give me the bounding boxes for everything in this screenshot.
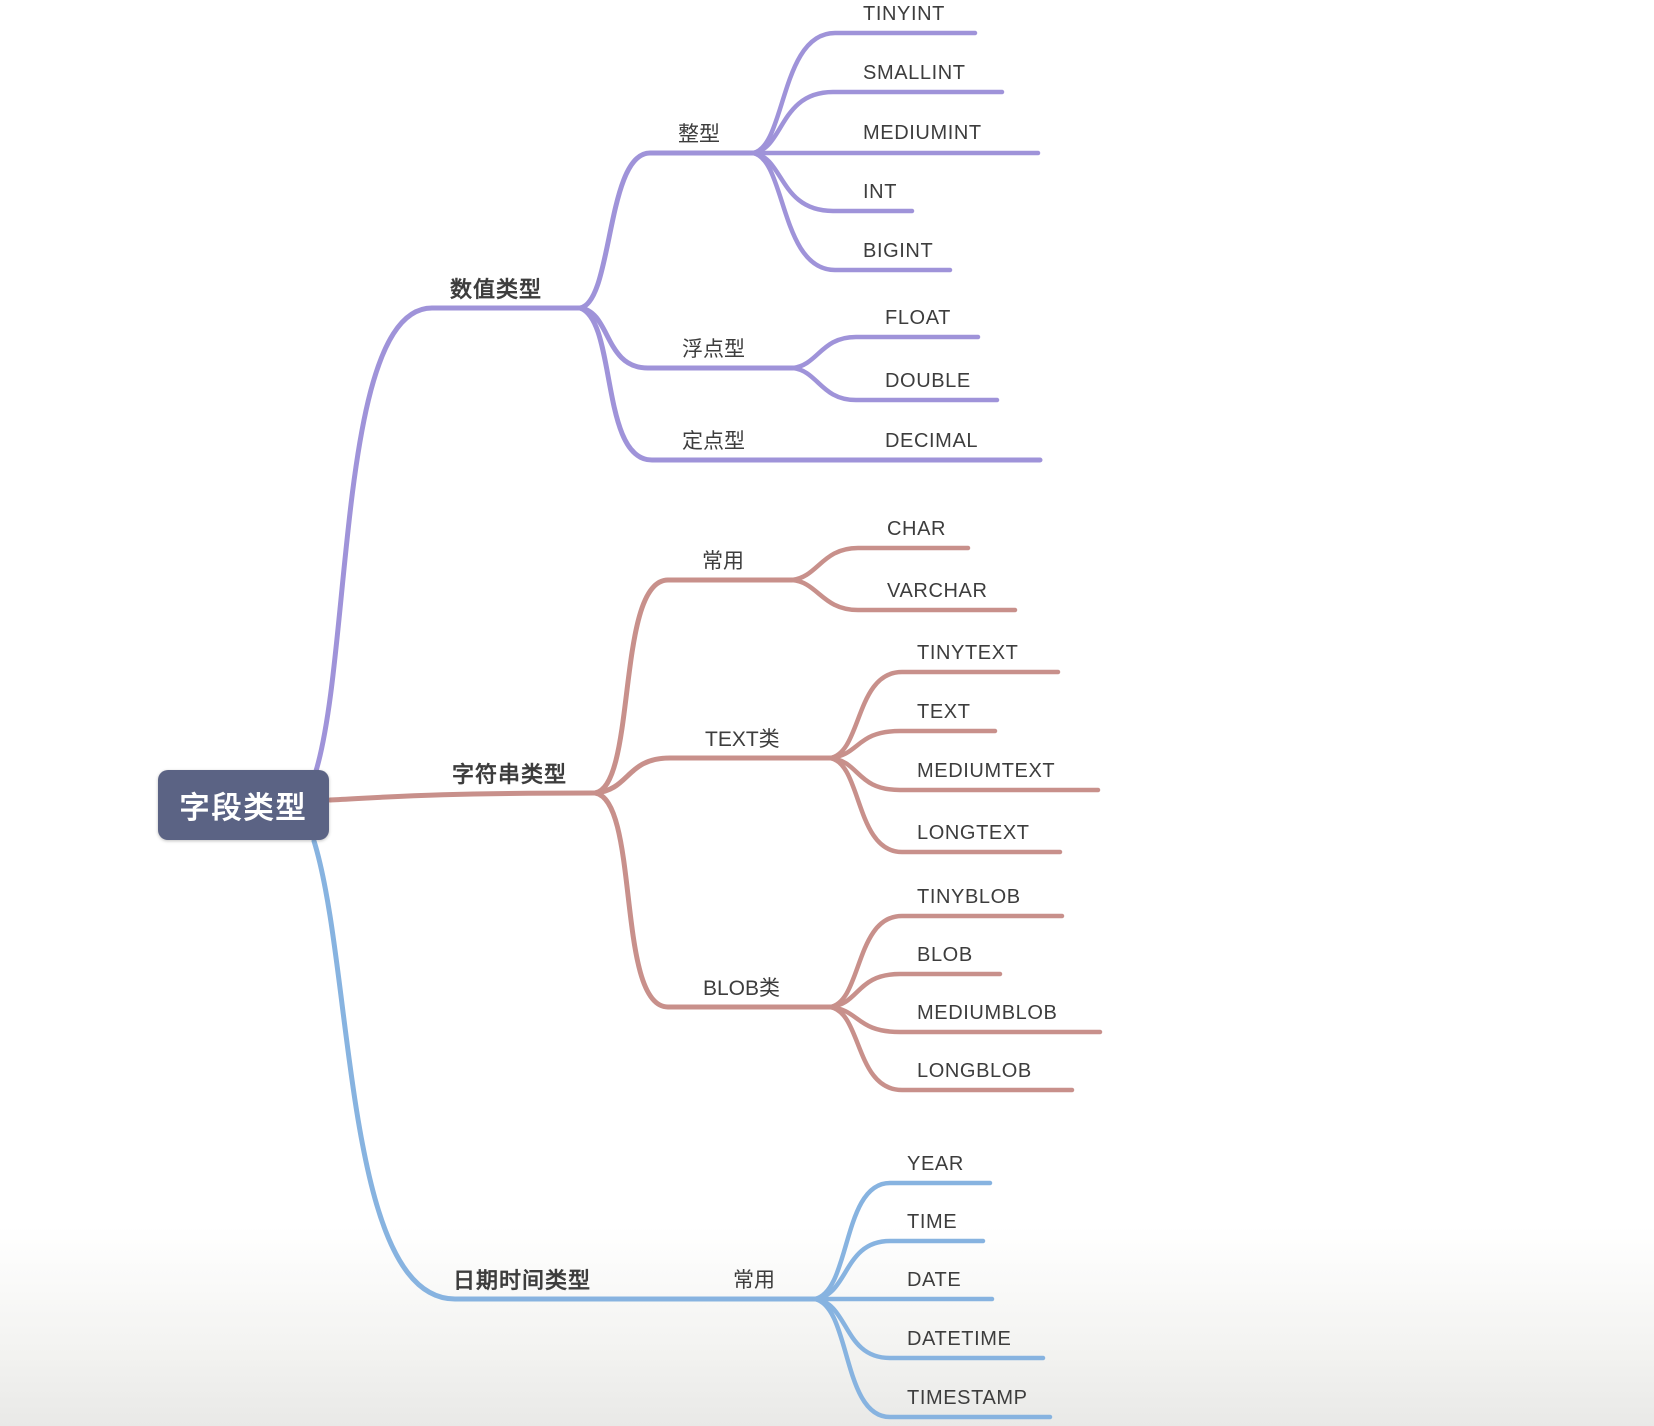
node-year[interactable]: YEAR (907, 1153, 964, 1175)
node-datetime-common-group[interactable]: 常用 (733, 1269, 775, 1292)
node-string-types[interactable]: 字符串类型 (452, 762, 568, 787)
node-blob-class-group[interactable]: BLOB类 (703, 977, 781, 1000)
branch-root-to-string (327, 790, 598, 803)
node-fixed-point-group[interactable]: 定点型 (682, 430, 745, 453)
node-string-common-group[interactable]: 常用 (702, 550, 744, 573)
branch-floatgroup-to-float (790, 334, 981, 371)
node-smallint[interactable]: SMALLINT (863, 62, 966, 84)
branch-integer-to-smallint (750, 89, 1005, 156)
node-datetime-types[interactable]: 日期时间类型 (453, 1268, 592, 1293)
branch-datetime-to-timestamp (812, 1296, 1053, 1420)
node-blob[interactable]: BLOB (917, 944, 973, 966)
branch-textclass-to-text (827, 728, 998, 761)
node-tinyblob[interactable]: TINYBLOB (917, 886, 1021, 908)
branch-root-to-numeric (313, 305, 583, 774)
node-timestamp[interactable]: TIMESTAMP (907, 1387, 1028, 1409)
node-mediumblob[interactable]: MEDIUMBLOB (917, 1002, 1058, 1024)
node-double[interactable]: DOUBLE (885, 370, 971, 392)
node-datetime[interactable]: DATETIME (907, 1328, 1012, 1350)
node-integer-group[interactable]: 整型 (678, 123, 720, 146)
node-numeric-types[interactable]: 数值类型 (450, 277, 543, 302)
node-longblob[interactable]: LONGBLOB (917, 1060, 1032, 1082)
branch-numeric-to-integer (577, 150, 756, 311)
branch-string-to-blobclass (592, 790, 833, 1010)
branch-blobclass-to-blob (827, 971, 1003, 1010)
node-text-class-group[interactable]: TEXT类 (705, 728, 780, 751)
branch-string-to-textclass (592, 755, 833, 796)
branch-string-to-common (592, 577, 795, 796)
branch-datetime-to-year (812, 1180, 993, 1302)
node-mediumint[interactable]: MEDIUMINT (863, 122, 982, 144)
branch-common-to-char (789, 545, 971, 583)
node-mediumtext[interactable]: MEDIUMTEXT (917, 760, 1056, 782)
node-bigint[interactable]: BIGINT (863, 240, 934, 262)
branch-textclass-to-longtext (827, 755, 1063, 855)
node-varchar[interactable]: VARCHAR (887, 580, 988, 602)
branch-blobclass-to-tinyblob (827, 913, 1065, 1010)
root-node-field-types[interactable]: 字段类型 (158, 770, 329, 840)
branch-datetime-to-time (812, 1238, 986, 1302)
node-float-group[interactable]: 浮点型 (682, 338, 745, 361)
node-time[interactable]: TIME (907, 1211, 958, 1233)
node-int[interactable]: INT (863, 181, 898, 203)
branch-common-to-varchar (789, 577, 1018, 613)
branch-integer-to-tinyint (750, 30, 978, 156)
node-char[interactable]: CHAR (887, 518, 947, 540)
node-longtext[interactable]: LONGTEXT (917, 822, 1030, 844)
node-tinyint[interactable]: TINYINT (863, 3, 945, 25)
node-float[interactable]: FLOAT (885, 307, 951, 329)
branch-numeric-to-decimal (577, 305, 1043, 463)
node-tinytext[interactable]: TINYTEXT (917, 642, 1019, 664)
branch-root-to-datetime (311, 838, 818, 1302)
node-date[interactable]: DATE (907, 1269, 962, 1291)
branch-integer-to-bigint (750, 150, 953, 273)
node-decimal[interactable]: DECIMAL (885, 430, 979, 452)
branch-floatgroup-to-double (790, 365, 1000, 403)
branch-blobclass-to-longblob (827, 1004, 1075, 1093)
branch-textclass-to-tinytext (827, 669, 1061, 761)
node-text[interactable]: TEXT (917, 701, 971, 723)
